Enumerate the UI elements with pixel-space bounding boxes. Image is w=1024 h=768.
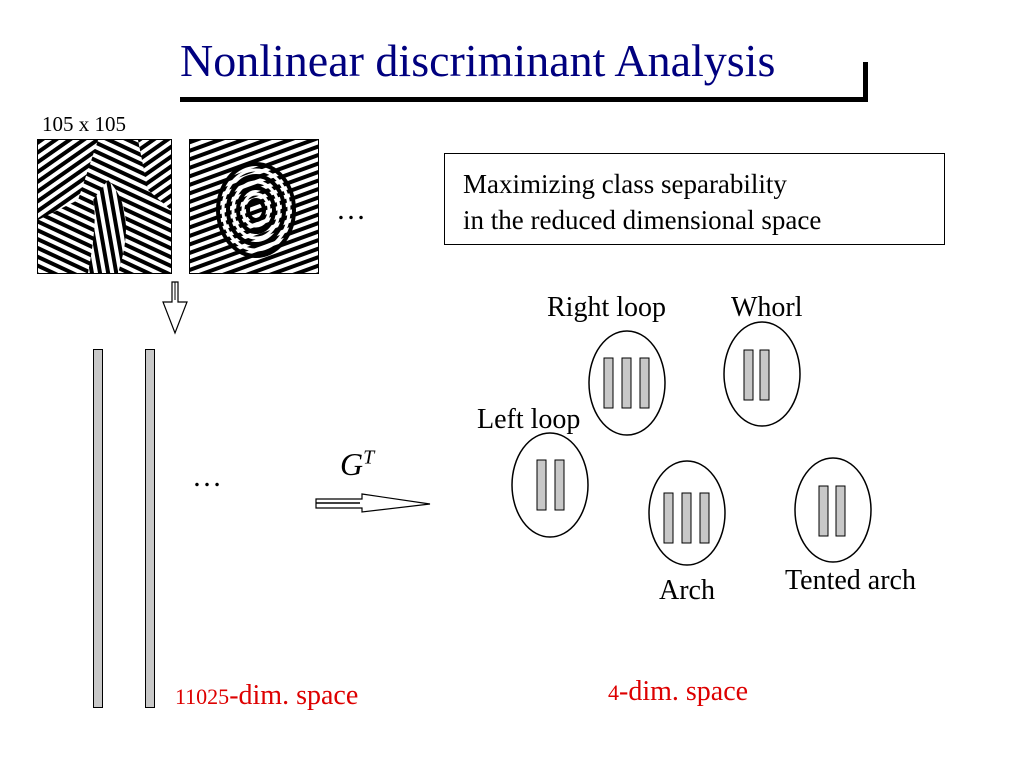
label-tented-arch: Tented arch: [785, 565, 916, 596]
page-title: Nonlinear discriminant Analysis: [180, 35, 776, 86]
high-dim-number: 11025: [175, 684, 230, 709]
callout-line-2: in the reduced dimensional space: [463, 205, 822, 235]
fingerprint-image-1: [37, 139, 172, 274]
vector-bar-1: [93, 349, 103, 708]
transform-base: G: [340, 446, 364, 482]
high-dim-space-label: 11025-dim. space: [175, 680, 358, 712]
left-loop-cluster: [511, 432, 589, 538]
class-clusters: [511, 321, 872, 566]
arch-cluster: [648, 460, 726, 566]
whorl-cluster: [723, 321, 801, 427]
vectors-ellipsis: …: [192, 460, 224, 493]
transform-label: GT: [340, 446, 374, 483]
callout-line-1: Maximizing class separability: [463, 169, 787, 199]
low-dim-space-label: 4-dim. space: [608, 676, 748, 708]
high-dim-suffix: -dim. space: [229, 680, 359, 711]
label-right-loop: Right loop: [547, 292, 667, 323]
transform-superscript: T: [363, 446, 375, 469]
image-size-label: 105 x 105: [42, 112, 126, 136]
right-loop-cluster: [588, 330, 666, 436]
low-dim-suffix: -dim. space: [619, 676, 749, 707]
label-arch: Arch: [659, 575, 715, 606]
vector-bar-2: [145, 349, 155, 708]
right-arrow-icon: [315, 493, 431, 513]
down-arrow-icon: [162, 281, 188, 335]
tented-arch-cluster: [794, 457, 872, 563]
images-ellipsis: …: [336, 193, 368, 226]
label-left-loop: Left loop: [477, 404, 581, 435]
fingerprint-image-2: [189, 139, 319, 274]
low-dim-number: 4: [608, 680, 619, 705]
label-whorl: Whorl: [731, 292, 803, 323]
title-underline-end: [863, 62, 868, 102]
callout-box: Maximizing class separability in the red…: [444, 153, 945, 245]
title-underline: [180, 97, 868, 102]
